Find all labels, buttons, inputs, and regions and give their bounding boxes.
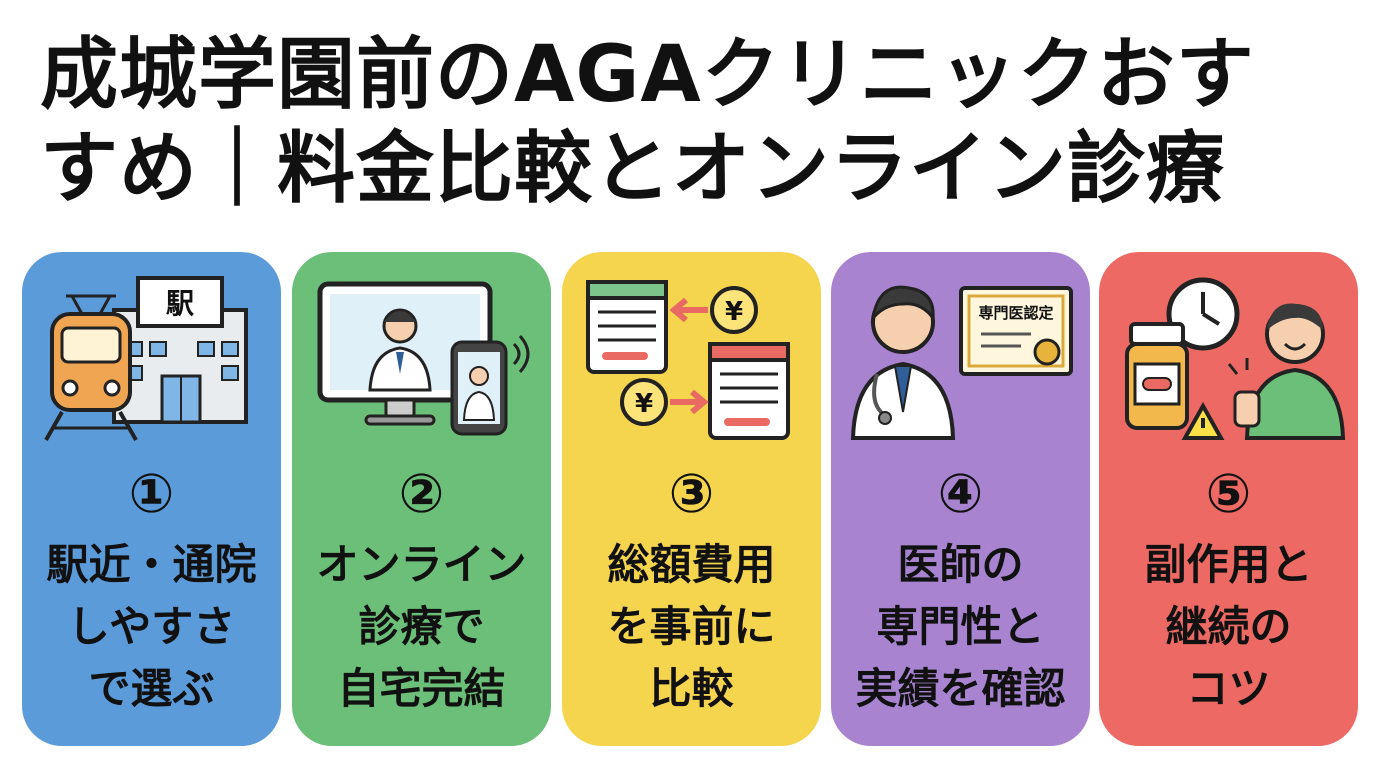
card-4-label-line: 実績を確認 bbox=[855, 664, 1066, 713]
certificate-icon: 専門医認定 bbox=[959, 286, 1073, 376]
card-5-number: ⑤ bbox=[1205, 462, 1252, 525]
card-5-label-line: コツ bbox=[1186, 664, 1271, 713]
card-5-label: 副作用と 継続の コツ bbox=[1099, 534, 1358, 720]
card-1-illustration: 駅 bbox=[44, 276, 248, 441]
card-2-label-line: 診療で bbox=[358, 602, 485, 651]
title-line-2: すめ｜料金比較とオンライン診療 bbox=[40, 124, 1226, 214]
title-line-1: 成城学園前のAGAクリニックおす bbox=[40, 30, 1255, 120]
card-3: ¥ ¥ ③ 総額費用 を事前に 比較 bbox=[562, 252, 821, 746]
card-2-label: オンライン 診療で 自宅完結 bbox=[292, 534, 551, 720]
card-3-label: 総額費用 を事前に 比較 bbox=[562, 534, 821, 720]
monitor-doctor-icon bbox=[317, 281, 493, 426]
card-4-label-line: 専門性と bbox=[876, 602, 1045, 651]
card-2-illustration bbox=[317, 281, 530, 436]
station-building-icon: 駅 bbox=[112, 276, 248, 424]
card-2-number: ② bbox=[398, 462, 445, 525]
medicine-bottle-icon bbox=[1125, 322, 1189, 430]
thumbs-up-person-icon bbox=[1227, 303, 1346, 440]
card-4: 専門医認定 ④ 医師の 専門性と 実績を確認 bbox=[831, 252, 1090, 746]
card-3-label-line: 比較 bbox=[649, 664, 734, 713]
yen-coin-icon: ¥ bbox=[620, 378, 709, 426]
card-5: ⑤ 副作用と 継続の コツ bbox=[1099, 252, 1358, 746]
yen-symbol: ¥ bbox=[635, 389, 653, 419]
card-2-label-line: オンライン bbox=[316, 540, 527, 589]
train-icon bbox=[44, 294, 138, 441]
yen-coin-icon: ¥ bbox=[669, 286, 758, 334]
certificate-title: 専門医認定 bbox=[978, 304, 1053, 322]
clock-icon bbox=[1166, 277, 1240, 351]
cards-row: 駅 bbox=[22, 252, 1358, 746]
card-5-illustration bbox=[1125, 277, 1346, 440]
card-5-label-line: 副作用と bbox=[1144, 540, 1313, 589]
doctor-icon bbox=[850, 285, 956, 440]
card-3-label-line: を事前に bbox=[607, 602, 776, 651]
card-4-label-line: 医師の bbox=[897, 540, 1024, 589]
card-5-label-line: 継続の bbox=[1165, 602, 1292, 651]
card-3-number: ③ bbox=[668, 462, 715, 525]
card-1-number: ① bbox=[128, 462, 175, 525]
card-1: 駅 bbox=[22, 252, 281, 746]
card-4-illustration: 専門医認定 bbox=[850, 285, 1073, 440]
card-4-label: 医師の 専門性と 実績を確認 bbox=[831, 534, 1090, 720]
smartphone-doctor-icon bbox=[450, 335, 530, 436]
card-2-label-line: 自宅完結 bbox=[337, 664, 506, 713]
card-1-label-line: で選ぶ bbox=[88, 664, 215, 713]
page-title: 成城学園前のAGAクリニックおす すめ｜料金比較とオンライン診療 bbox=[40, 28, 1340, 216]
yen-symbol: ¥ bbox=[725, 297, 743, 327]
card-2: ② オンライン 診療で 自宅完結 bbox=[292, 252, 551, 746]
card-4-number: ④ bbox=[937, 462, 984, 525]
card-3-label-line: 総額費用 bbox=[607, 540, 776, 589]
price-sheet-icon bbox=[708, 342, 790, 440]
station-sign: 駅 bbox=[166, 287, 194, 320]
price-sheet-icon bbox=[586, 280, 668, 374]
card-3-illustration: ¥ ¥ bbox=[586, 280, 790, 440]
card-1-label-line: 駅近・通院 bbox=[46, 540, 257, 589]
card-1-label: 駅近・通院 しやすさ で選ぶ bbox=[22, 534, 281, 720]
warning-icon bbox=[1181, 401, 1225, 440]
card-1-label-line: しやすさ bbox=[67, 602, 236, 651]
